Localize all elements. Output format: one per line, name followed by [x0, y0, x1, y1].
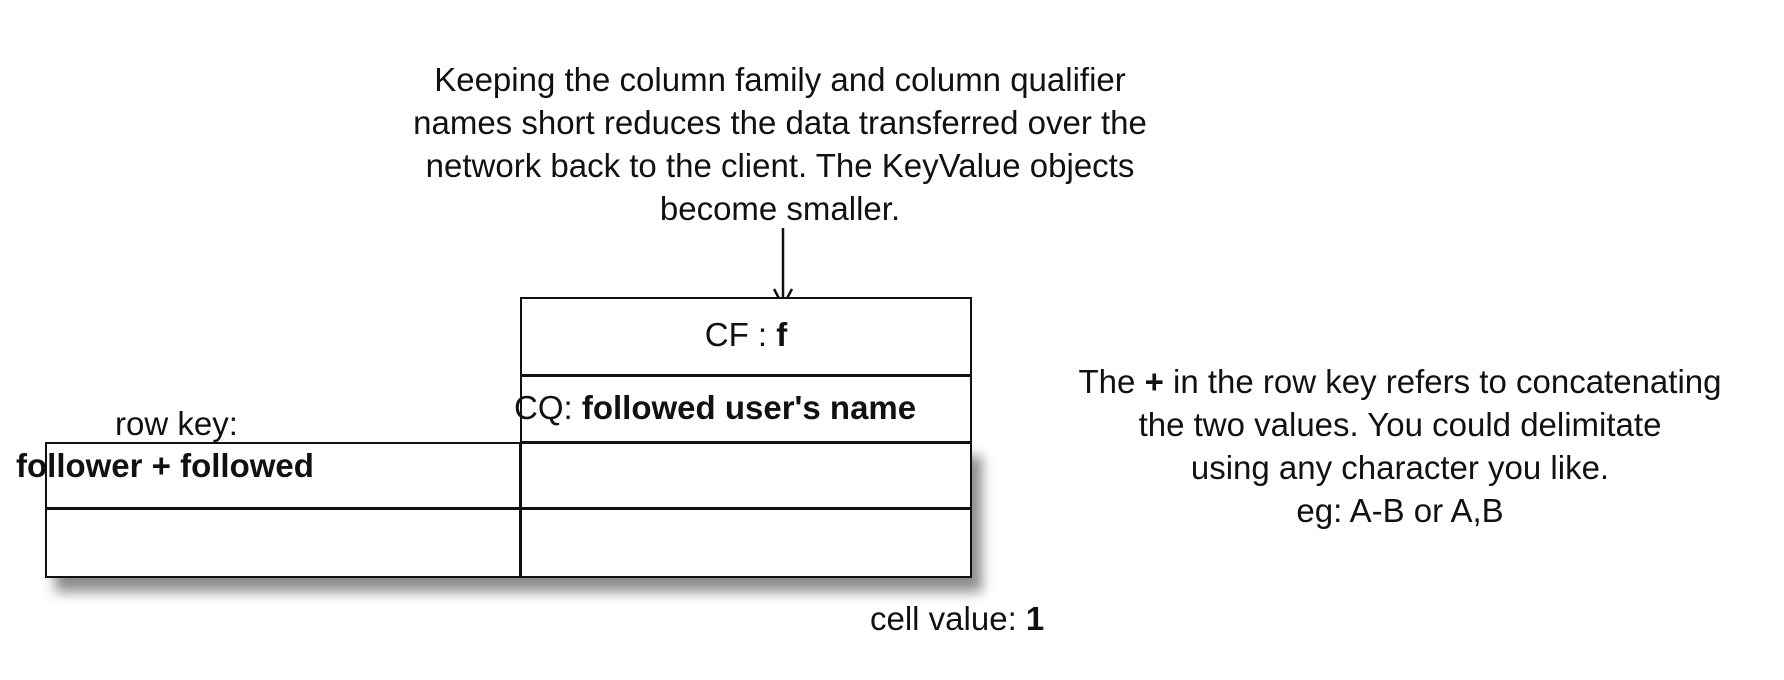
column-qualifier-label: CQ: followed user's name — [514, 389, 916, 427]
qualifier-note: Keeping the column family and column qua… — [330, 58, 1230, 230]
row-key-note-line: using any character you like. — [1190, 449, 1610, 486]
row-key-note-line: The + in the row key refers to concatena… — [1020, 360, 1780, 403]
cq-value: followed user's name — [581, 389, 917, 426]
column-header-box — [520, 297, 972, 444]
column-family-label: CF : f — [520, 316, 972, 354]
row-key-note-line: eg: A-B or A,B — [1296, 492, 1504, 529]
cell-value: 1 — [1025, 600, 1045, 637]
header-bottom-border — [520, 441, 972, 444]
note-text: in the row key refers to concatenating — [1163, 363, 1722, 400]
plus-sign: + — [1144, 363, 1164, 400]
qualifier-note-line: names short reduces the data transferred… — [413, 104, 1147, 141]
data-grid — [45, 442, 972, 578]
row-key-label: row key: — [115, 405, 238, 442]
qualifier-note-line: become smaller. — [659, 190, 901, 227]
cell-value-prefix: cell value: — [870, 600, 1026, 637]
header-divider — [520, 374, 972, 377]
cell-value-label: cell value: 1 — [870, 600, 1044, 638]
qualifier-note-line: Keeping the column family and column qua… — [434, 61, 1126, 98]
column-divider — [519, 442, 522, 578]
cf-value: f — [776, 316, 788, 353]
row-divider — [45, 507, 972, 510]
row-key-value: follower + followed — [16, 447, 314, 484]
row-key-note-line: the two values. You could delimitate — [1138, 406, 1662, 443]
note-text: The — [1078, 363, 1145, 400]
cq-prefix: CQ: — [514, 389, 582, 426]
cf-prefix: CF : — [704, 316, 777, 353]
row-key-note: The + in the row key refers to concatena… — [1020, 360, 1780, 532]
qualifier-note-line: network back to the client. The KeyValue… — [425, 147, 1135, 184]
